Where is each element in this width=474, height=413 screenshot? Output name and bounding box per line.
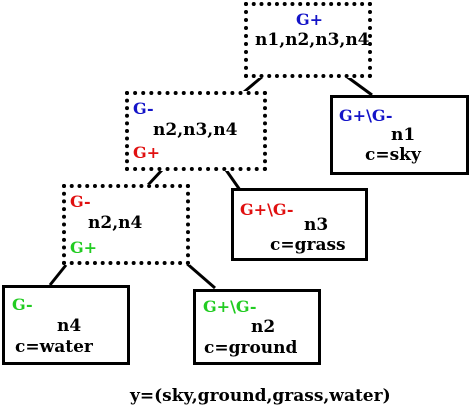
leaf-n1-class: c=sky [365,145,421,165]
leaf-n1: G+\G- n1 c=sky [330,95,469,175]
edge-root-n1 [345,74,373,97]
root-top-label: G+ [296,10,324,29]
leaf-n4-class: c=water [15,337,93,357]
root-node: G+ n1,n2,n3,n4 [244,2,372,78]
low-node: G- n2,n4 G+ [62,184,190,265]
mid-bottom-label: G+ [133,143,161,162]
leaf-n1-id: n1 [391,125,416,145]
mid-ids: n2,n3,n4 [153,120,238,140]
low-ids: n2,n4 [88,213,143,233]
leaf-n3: G+\G- n3 c=grass [231,188,368,261]
leaf-n3-class: c=grass [270,235,346,255]
edge-root-mid [243,74,264,94]
leaf-n3-id: n3 [304,215,329,235]
leaf-n4: G- n4 c=water [2,285,130,365]
caption: y=(sky,ground,grass,water) [130,386,391,406]
leaf-n4-id: n4 [57,316,82,336]
mid-node: G- n2,n3,n4 G+ [125,91,267,171]
leaf-n2: G+\G- n2 c=ground [193,289,321,365]
low-top-label: G- [70,192,91,211]
leaf-n2-id: n2 [251,317,276,337]
leaf-n2-top-label: G+\G- [203,297,257,316]
edge-mid-low [146,168,164,187]
low-bottom-label: G+ [70,238,98,257]
edge-low-n4 [48,264,68,286]
leaf-n1-top-label: G+\G- [339,106,393,125]
edge-mid-n3 [224,169,242,191]
leaf-n4-top-label: G- [12,295,33,314]
leaf-n3-top-label: G+\G- [240,200,294,219]
mid-top-label: G- [133,99,154,118]
root-ids: n1,n2,n3,n4 [255,30,370,50]
leaf-n2-class: c=ground [204,338,298,358]
